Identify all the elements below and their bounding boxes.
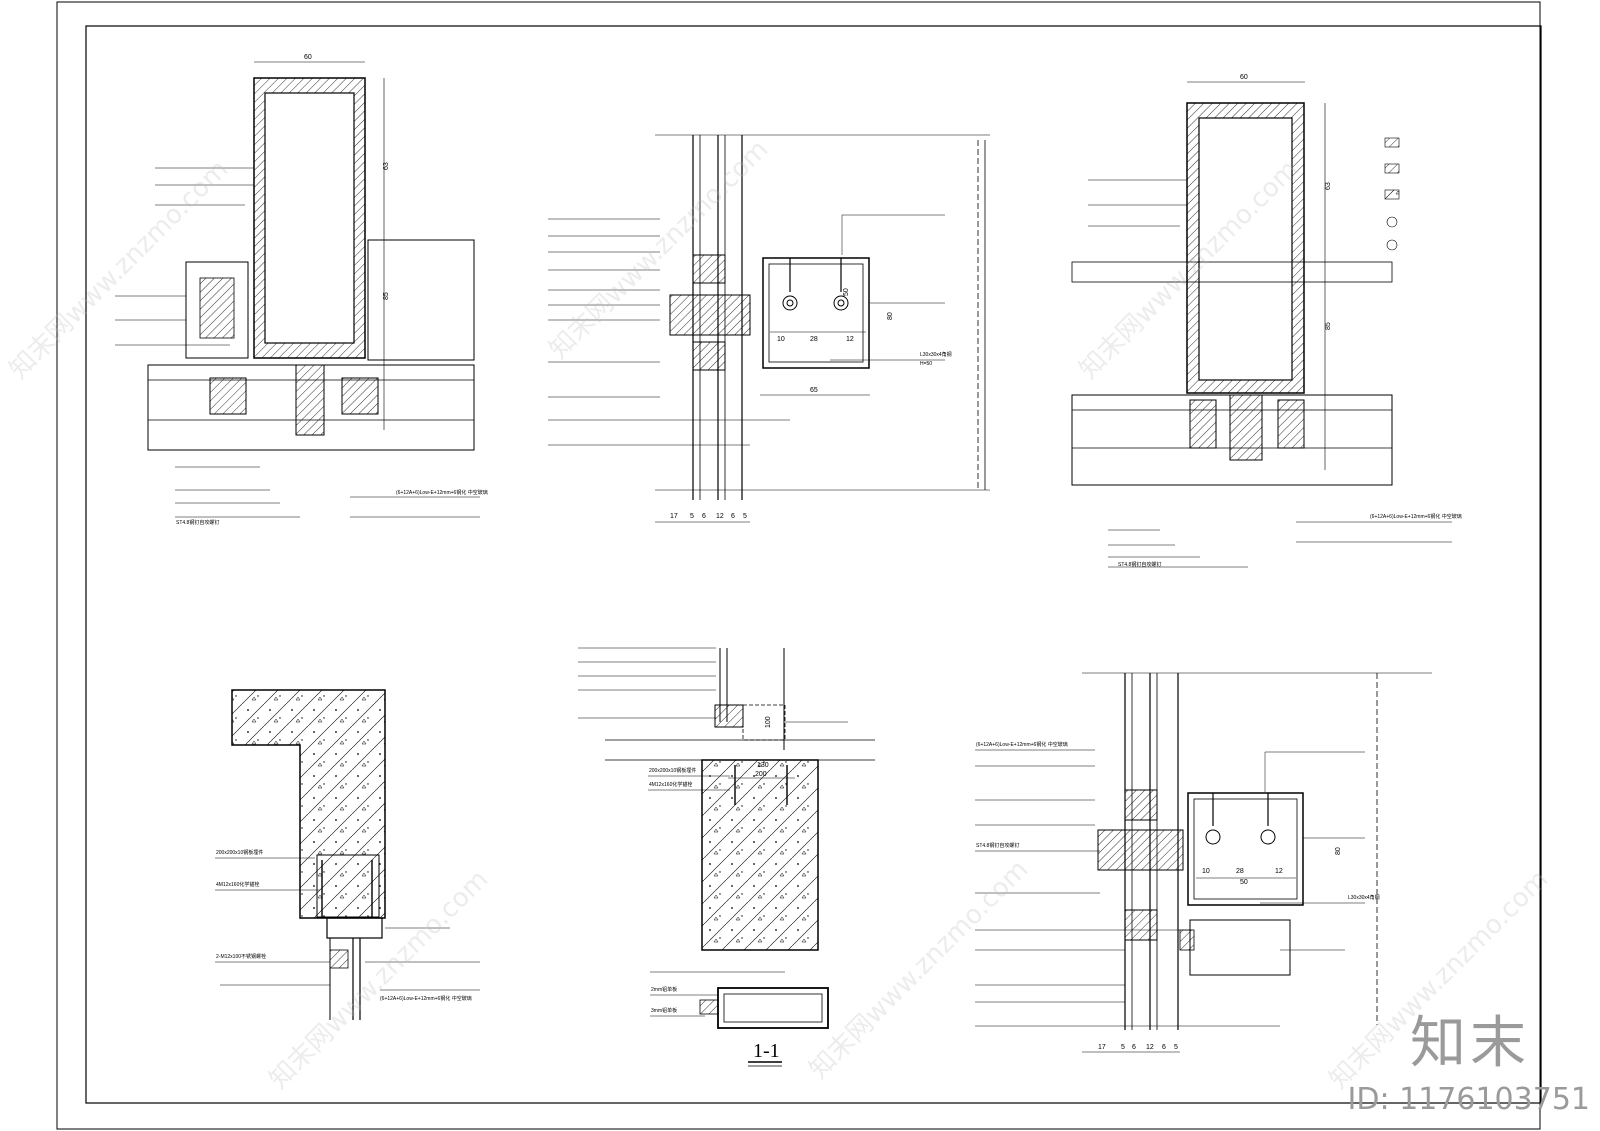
dim-6b-right: 6 (1162, 1044, 1166, 1051)
dim-60-left: 60 (304, 54, 312, 61)
dim-17-right: 17 (1098, 1044, 1106, 1051)
outer-border (56, 1, 1541, 1130)
dim-5a-right: 5 (1121, 1044, 1125, 1051)
detail-mullion-section-left: 60 63 85 ST4.8钢钉自攻螺钉 (6+12A+6)Low-E+12mm… (115, 54, 488, 526)
dim-50-mid: 50 (843, 288, 850, 296)
label-thk-spec: 3mm铝单板 (651, 1007, 677, 1014)
dim-12-mid: 12 (846, 336, 854, 343)
watermark-layer: 知末网www.znzmo.com 知末网www.znzmo.com 知末网www… (4, 134, 1555, 1095)
dim-60-right: 60 (1240, 74, 1248, 81)
detail-transom-section-right: 10 28 12 50 80 L30x30x4角钢 (6+12A+6)Low-E… (975, 672, 1432, 1053)
label-glass-spec-bottom-right: (6+12A+6)Low-E+12mm+6钢化 中空玻璃 (976, 741, 1068, 748)
label-anchor-spec-left: 4M12x160化学锚栓 (216, 881, 259, 888)
dim-28-mid: 28 (810, 336, 818, 343)
dim-6-mid: 6 (702, 513, 706, 520)
dim-12-right: 12 (1275, 868, 1283, 875)
dim-12b-mid: 12 (716, 513, 724, 520)
label-glass-spec-right: (6+12A+6)Low-E+12mm+6钢化 中空玻璃 (1370, 513, 1462, 520)
detail-transom-section-middle: 10 28 12 50 80 65 L30x30x4角钢 H=50 17 5 6… (548, 134, 990, 523)
dim-17-mid: 17 (670, 513, 678, 520)
dim-28-right: 28 (1236, 868, 1244, 875)
label-glass-spec-bottom-left: (6+12A+6)Low-E+12mm+6钢化 中空玻璃 (380, 995, 472, 1002)
label-anchor-spec-mid: 4M12x160化学锚栓 (649, 781, 692, 788)
detail-mullion-section-right: 60 63 85 ST4.8钢钉自攻螺钉 (6+12A+6)Low-E+12mm… (1071, 74, 1462, 568)
dim-63-right: 63 (1325, 182, 1332, 190)
label-angle-spec-mid: L30x30x4角钢 (920, 351, 952, 358)
dim-5b-mid: 5 (743, 513, 747, 520)
dim-80-mid: 80 (887, 312, 894, 320)
dim-10-mid: 10 (777, 336, 785, 343)
dim-12b-right: 12 (1146, 1044, 1154, 1051)
dim-50-right: 50 (1240, 879, 1248, 886)
inner-border (85, 25, 1542, 1104)
watermark-text-5: 知末网www.znzmo.com (804, 854, 1035, 1085)
dim-80-right: 80 (1335, 847, 1342, 855)
label-bolts-spec-left: 2-M12x100不锈钢螺栓 (216, 953, 266, 960)
watermark-text-1: 知末网www.znzmo.com (4, 154, 235, 385)
dim-200-mid: 200 (755, 771, 767, 778)
label-bolt-spec-right: ST4.8钢钉自攻螺钉 (1118, 561, 1161, 568)
label-section-spec: 2mm铝单板 (651, 986, 677, 993)
label-angle-spec-right: L30x30x4角钢 (1348, 894, 1380, 901)
dim-85-right: 85 (1325, 322, 1332, 330)
dim-85-left: 85 (383, 292, 390, 300)
dim-5b-right: 5 (1174, 1044, 1178, 1051)
detail-slab-embed: 200x200x10钢板埋件 4M12x160化学锚栓 2-M12x100不锈钢… (215, 689, 480, 1020)
label-plate-spec-left: 200x200x10钢板埋件 (216, 849, 263, 856)
dim-5a-mid: 5 (690, 513, 694, 520)
drawing-id-tag: ID: 1176103751 (1347, 1082, 1590, 1117)
dim-10-right: 10 (1202, 868, 1210, 875)
dim-6-right: 6 (1132, 1044, 1136, 1051)
label-plate-spec-mid: 200x200x10钢板埋件 (649, 767, 696, 774)
dim-65-mid: 65 (810, 387, 818, 394)
dim-100-mid: 100 (765, 716, 772, 728)
label-bolt-spec-bottom-right: ST4.8钢钉自攻螺钉 (976, 842, 1019, 849)
dim-6b-mid: 6 (731, 513, 735, 520)
section-title-1-1: 1-1 (753, 1040, 780, 1062)
label-h-spec-mid: H=50 (920, 361, 932, 367)
label-bolt-spec-left: ST4.8钢钉自攻螺钉 (176, 519, 219, 526)
dim-63-left: 63 (383, 162, 390, 170)
brand-watermark: 知末 (1410, 1011, 1530, 1076)
dim-130-mid: 130 (757, 762, 769, 769)
detail-slab-section-middle: 100 200 130 200x200x10钢板埋件 4M12x160化学锚栓 … (578, 647, 875, 1067)
label-glass-spec-left: (6+12A+6)Low-E+12mm+6钢化 中空玻璃 (396, 489, 488, 496)
